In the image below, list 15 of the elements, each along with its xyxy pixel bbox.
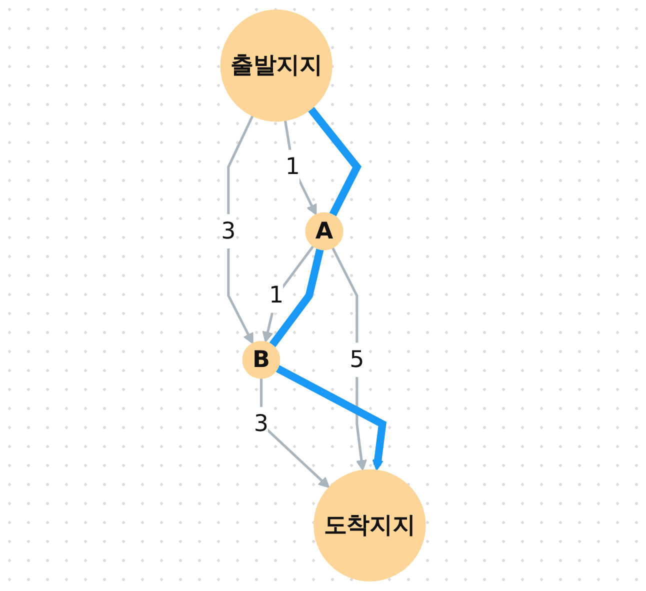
arrow <box>276 365 387 471</box>
arrow <box>284 120 317 216</box>
connector <box>269 248 324 348</box>
node-circle: 도착지지 <box>314 469 426 582</box>
edge-label: 1 <box>285 154 300 180</box>
connector <box>308 106 362 217</box>
arrow <box>331 247 368 471</box>
node-circle: B <box>242 340 280 379</box>
node-circle: A <box>305 212 344 250</box>
arrow <box>262 245 314 343</box>
edge-label: 3 <box>254 410 269 438</box>
edge-label: 3 <box>221 218 236 245</box>
edge-label: 5 <box>350 346 364 374</box>
edge-label: 1 <box>269 282 284 310</box>
node-circle: 출발지지 <box>220 10 332 122</box>
